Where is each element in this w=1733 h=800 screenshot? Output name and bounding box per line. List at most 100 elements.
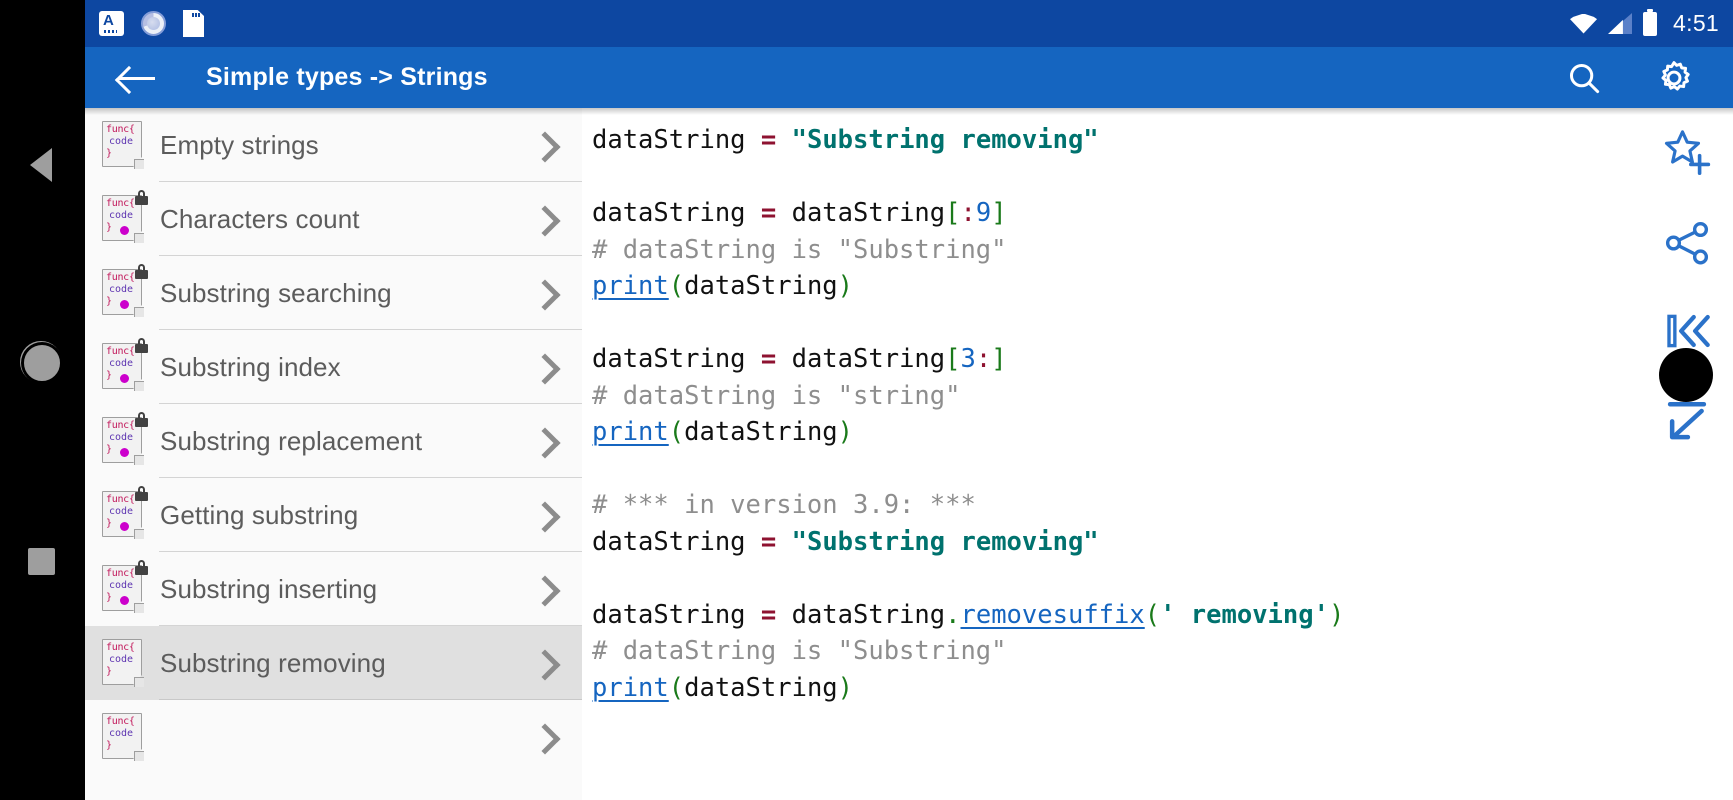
code-token: [ [945,344,961,374]
code-token: dataString [684,672,838,703]
list-item-label: Characters count [160,203,360,234]
code-file-icon: func{ code } [102,121,144,169]
share-button[interactable] [1660,216,1712,268]
code-token [776,125,791,155]
code-file-icon: func{ code } [102,264,148,317]
code-blank-line [592,305,1733,342]
cell-signal-icon [1608,13,1633,34]
code-token: = [760,125,777,155]
list-item-label: Getting substring [160,499,359,530]
list-item-label: Substring replacement [160,425,423,456]
recents-square-icon[interactable] [28,548,55,575]
settings-gear-icon [1661,60,1690,91]
code-icon-line3: } [106,370,113,381]
code-icon-line1: func{ [106,568,135,579]
code-token: dataString [776,198,946,228]
code-token: "Substring removing" [791,526,1099,557]
code-icon-line2: code [109,358,134,369]
list-item[interactable]: func{ code } Empty strings [85,108,582,182]
app-bar: Simple types -> Strings [85,47,1733,108]
chevron-right-icon [530,500,560,530]
code-line: # *** in version 3.9: *** [592,487,1733,524]
list-item[interactable]: func{ code } Substring replacement [85,404,582,478]
code-token: ] [991,344,1007,374]
code-token: 9 [975,198,992,228]
code-line: print(dataString) [592,670,1733,707]
back-button[interactable] [117,63,157,93]
code-panel[interactable]: dataString = "Substring removing" dataStr… [582,108,1733,800]
code-link[interactable]: print [592,672,669,703]
code-token: # *** in version 3.9: *** [592,490,976,520]
collapse-button[interactable] [1660,393,1712,445]
list-item[interactable]: func{ code } Substring searching [85,256,582,330]
list-item-label: Empty strings [160,129,319,160]
search-icon [1569,63,1600,93]
lock-icon [135,338,148,353]
favorite-button[interactable] [1660,126,1712,178]
code-file-icon: func{ code } [102,560,148,613]
code-token: ( [668,417,685,447]
lock-icon [135,190,148,205]
list-item[interactable]: func{ code } Getting substring [85,478,582,552]
sd-card-icon [183,10,204,37]
code-token: dataString [776,344,946,374]
code-token: dataString [592,125,761,155]
list-item[interactable]: func{ code } Substring index [85,330,582,404]
settings-button[interactable] [1653,57,1695,99]
code-icon-line2: code [109,210,134,221]
code-token: 3 [960,344,976,374]
chevron-right-icon [530,574,560,604]
code-file-icon: func{ code } [102,713,144,761]
code-token: "Substring removing" [791,125,1099,155]
home-circle-ring [20,341,62,383]
code-icon-line3: } [106,518,113,529]
status-bar-left-icons: A [99,10,204,37]
list-item[interactable]: func{ code } Characters count [85,182,582,256]
home-circle-icon[interactable] [24,345,60,381]
list-item[interactable]: func{ code } Substring inserting [85,552,582,626]
android-navigation-bar [0,0,85,800]
magenta-dot-badge [120,522,129,531]
chevron-right-icon [530,722,560,752]
code-token: dataString [592,526,761,557]
code-line: dataString = dataString[3:] [592,341,1733,378]
back-triangle-icon[interactable] [30,148,52,182]
code-icon-line3: } [106,740,113,751]
sync-icon [141,11,166,36]
lock-icon [135,486,148,501]
skip-to-first-button[interactable] [1660,304,1712,356]
code-icon-line1: func{ [106,124,135,135]
keyboard-icon: A [99,11,124,36]
code-icon-line2: code [109,506,134,517]
code-token: : [975,344,992,374]
code-blank-line [592,159,1733,196]
code-icon-line1: func{ [106,494,135,505]
code-token: ) [837,271,854,301]
list-item-selected[interactable]: func{ code } Substring removing [85,626,582,700]
code-token: = [760,344,777,374]
list-item-label: Substring index [160,351,341,382]
magenta-dot-badge [120,226,129,235]
code-token: ] [991,198,1007,228]
topic-list[interactable]: func{ code } Empty strings func{ code } [85,108,582,800]
code-link[interactable]: print [592,271,669,301]
magenta-dot-badge [120,596,129,605]
magenta-dot-badge [120,448,129,457]
share-icon [1665,221,1709,265]
battery-icon [1643,8,1658,36]
code-token: ' removing' [1160,599,1329,630]
list-item-partial[interactable]: func{ code } [85,700,582,774]
code-token: . [945,599,961,630]
code-icon-line1: func{ [106,272,135,283]
search-button[interactable] [1565,59,1603,97]
collapse-down-left-icon [1667,402,1707,440]
code-token: ( [668,271,685,301]
code-link[interactable]: removesuffix [960,599,1145,630]
lock-icon [135,264,148,279]
code-link[interactable]: print [592,417,669,447]
code-token [776,527,791,557]
list-item-label: Substring searching [160,277,392,308]
code-blank-line [592,560,1733,597]
chevron-right-icon [530,352,560,382]
